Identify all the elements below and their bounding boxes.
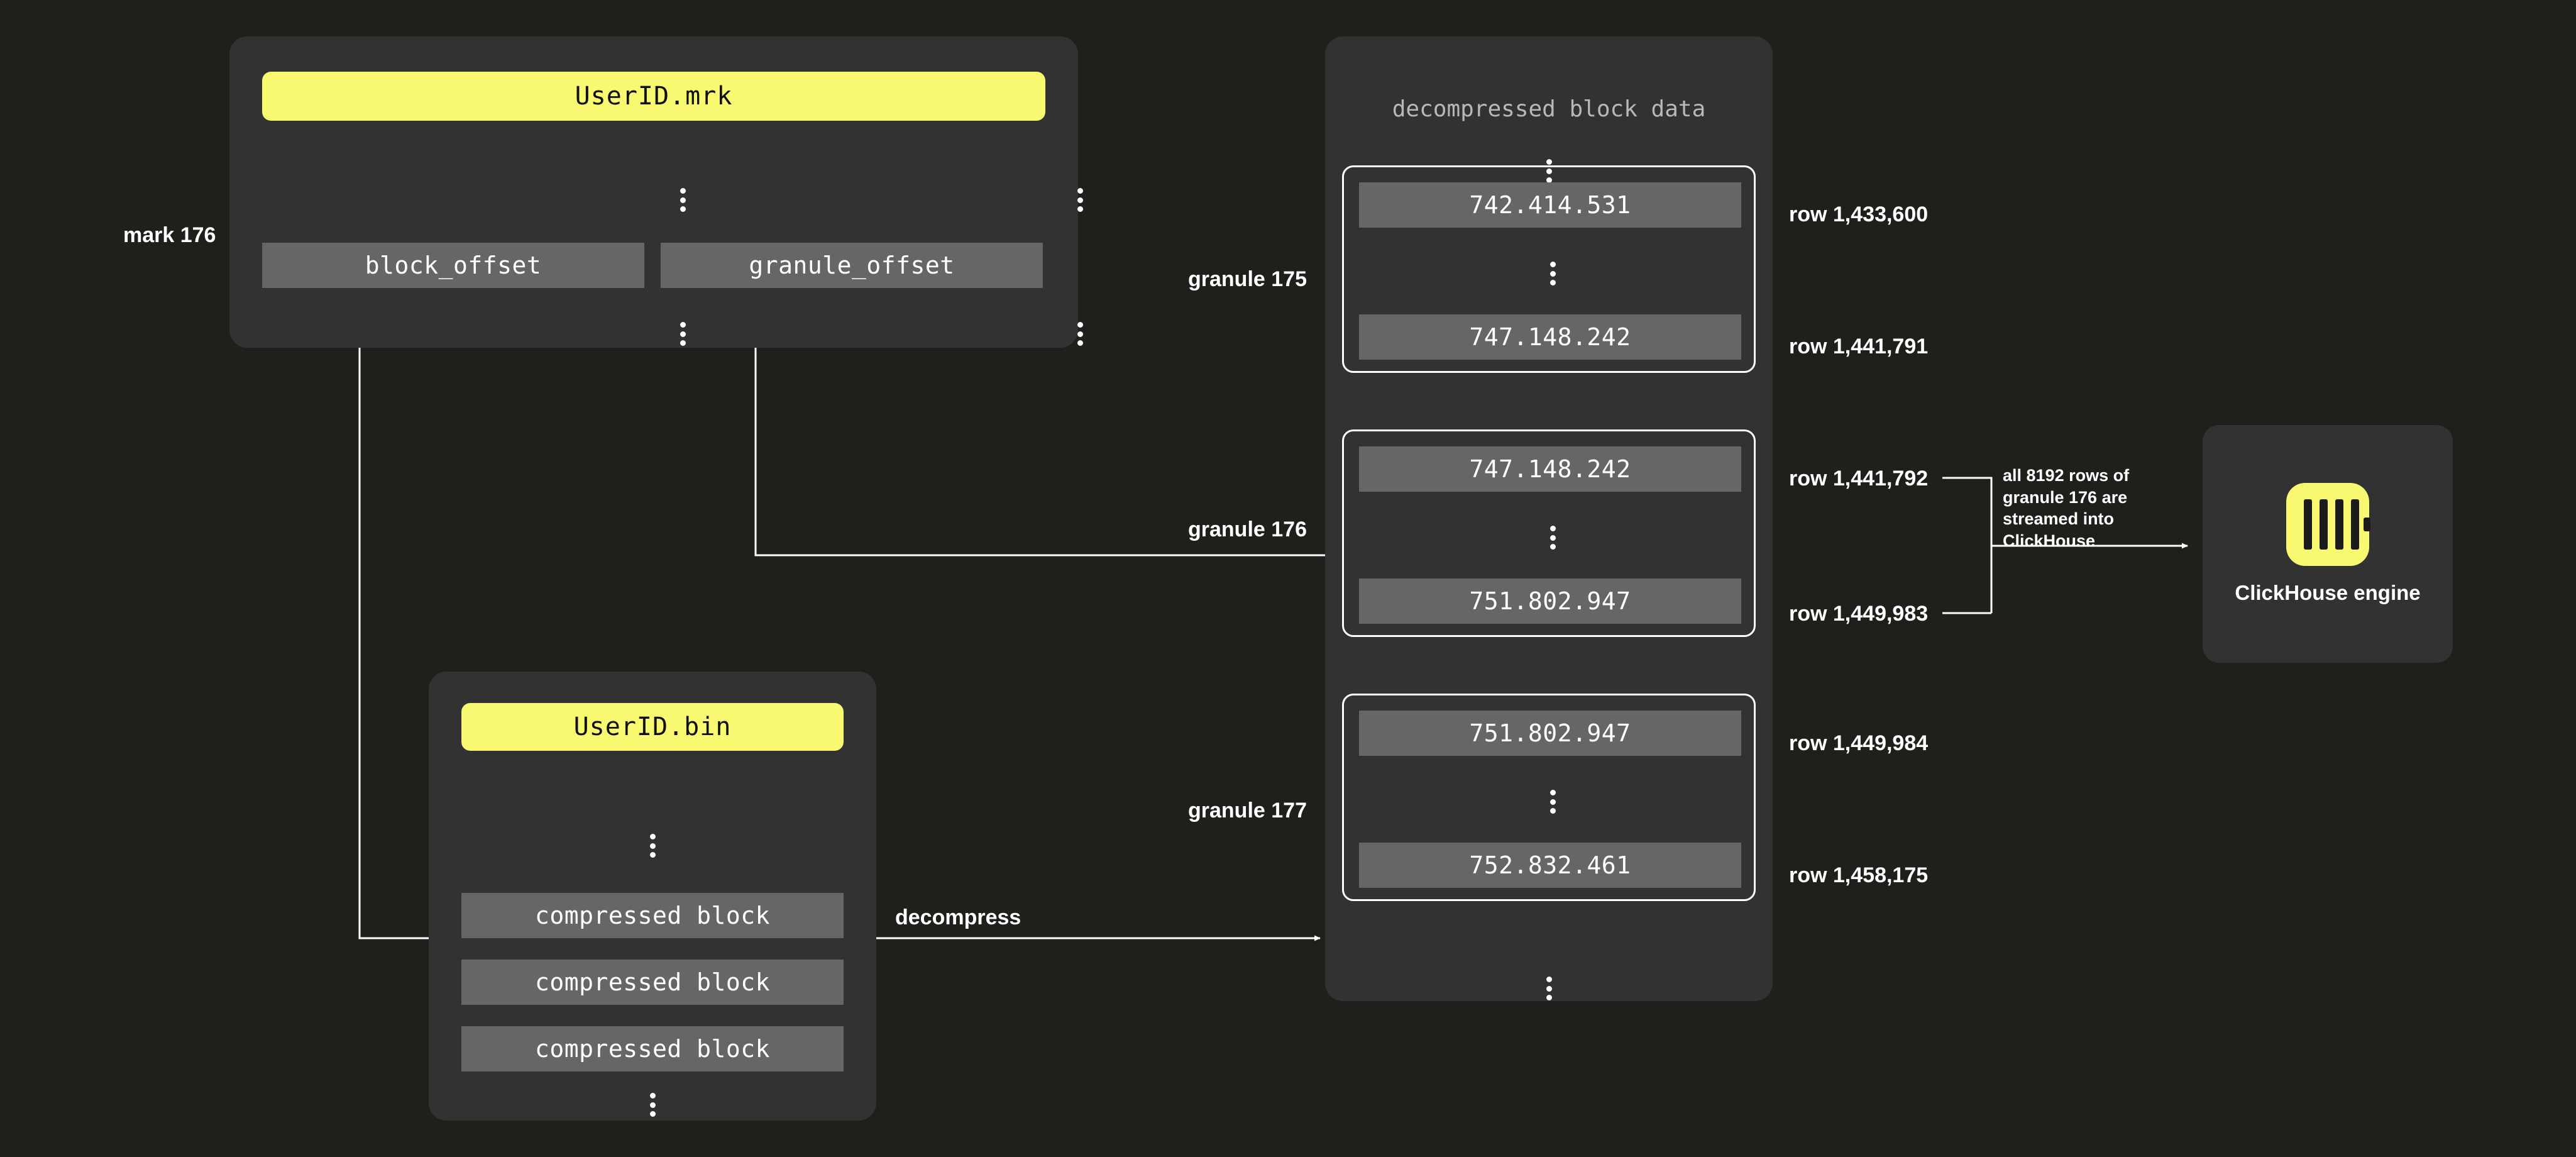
bin-compressed-block-3[interactable]: compressed block — [461, 1026, 844, 1071]
userid-bin-chip[interactable]: UserID.bin — [461, 703, 844, 751]
clickhouse-engine-card[interactable]: ClickHouse engine — [2203, 425, 2453, 663]
granule-177-last-value[interactable]: 752.832.461 — [1359, 843, 1741, 888]
mrk-granule-offset-ellipsis-bottom — [1076, 322, 1084, 346]
userid-mrk-chip[interactable]: UserID.mrk — [262, 72, 1045, 121]
granule-177-label: granule 177 — [1188, 799, 1307, 822]
granule-175-box: 742.414.531 747.148.242 — [1342, 165, 1756, 373]
row-label-granule-177-last: row 1,458,175 — [1789, 863, 1929, 887]
granule-175-first-value[interactable]: 742.414.531 — [1359, 182, 1741, 228]
decompressed-ellipsis-bottom — [1544, 977, 1553, 1000]
stream-note: all 8192 rows of granule 176 are streame… — [2003, 466, 2130, 550]
mrk-block-offset-ellipsis-bottom — [678, 322, 687, 346]
bin-ellipsis-top — [648, 834, 657, 858]
mark-label: mark 176 — [123, 223, 216, 247]
granule-176-first-value[interactable]: 747.148.242 — [1359, 446, 1741, 492]
granule-177-ellipsis — [1548, 790, 1557, 814]
userid-bin-panel: UserID.bin compressed block compressed b… — [429, 672, 876, 1121]
granule-175-last-value[interactable]: 747.148.242 — [1359, 314, 1741, 360]
bin-ellipsis-bottom — [648, 1093, 657, 1117]
clickhouse-engine-caption: ClickHouse engine — [2235, 581, 2421, 604]
row-label-granule-177-first: row 1,449,984 — [1789, 731, 1929, 755]
granule-176-box: 747.148.242 751.802.947 — [1342, 429, 1756, 637]
granule-176-ellipsis — [1548, 526, 1557, 550]
row-label-granule-176-first: row 1,441,792 — [1789, 467, 1929, 490]
userid-mrk-panel: UserID.mrk block_offset granule_offset — [229, 36, 1083, 348]
mrk-cell-granule-offset[interactable]: granule_offset — [661, 243, 1043, 288]
granule-177-box: 751.802.947 752.832.461 — [1342, 694, 1756, 901]
row-label-granule-176-last: row 1,449,983 — [1789, 602, 1929, 626]
mrk-block-offset-ellipsis-top — [678, 188, 687, 212]
granule-176-last-value[interactable]: 751.802.947 — [1359, 578, 1741, 624]
clickhouse-logo-icon — [2286, 483, 2370, 566]
decompressed-panel-title: decompressed block data — [1392, 96, 1706, 122]
mrk-cell-block-offset[interactable]: block_offset — [262, 243, 644, 288]
granule-175-label: granule 175 — [1188, 267, 1307, 291]
decompressed-block-data-panel: decompressed block data 742.414.531 747.… — [1325, 36, 1773, 1001]
decompressed-ellipsis-top — [1544, 159, 1553, 183]
bin-compressed-block-2[interactable]: compressed block — [461, 960, 844, 1005]
granule-177-first-value[interactable]: 751.802.947 — [1359, 711, 1741, 756]
granule-176-label: granule 176 — [1188, 518, 1307, 541]
row-label-granule-175-first: row 1,433,600 — [1789, 202, 1929, 226]
bin-compressed-block-1[interactable]: compressed block — [461, 893, 844, 938]
decompress-label: decompress — [895, 905, 1021, 929]
mrk-granule-offset-ellipsis-top — [1076, 188, 1084, 212]
granule-175-ellipsis — [1548, 262, 1557, 285]
row-label-granule-175-last: row 1,441,791 — [1789, 335, 1929, 358]
